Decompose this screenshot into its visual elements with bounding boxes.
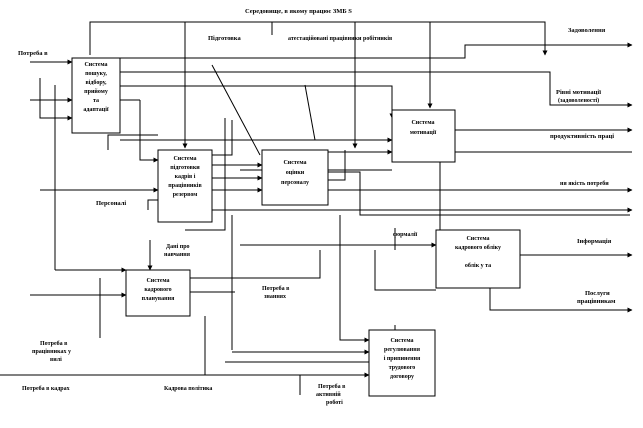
label-top-environment: Середовище, в якому працює ЗМБ S	[245, 8, 352, 15]
label-zadovolennya: Задоволення	[568, 27, 606, 34]
label-informatsiya: Інформація	[577, 238, 612, 245]
box-motivation-line-2: мотивації	[410, 130, 437, 136]
box-motivation: Система мотивації	[391, 109, 456, 163]
label-formalii: формалії	[393, 231, 418, 238]
box-evaluation-line-2: оцінки	[286, 170, 305, 176]
box-contract-line-4: трудового	[389, 365, 416, 371]
arrow-zadovolennya	[120, 42, 633, 59]
arrow-poslugy	[489, 288, 633, 313]
box-recruitment-line-5: та	[93, 98, 99, 104]
connectors	[0, 21, 633, 395]
box-recruitment-line-1: Система	[84, 62, 107, 68]
box-recruitment-line-2: пошуку,	[85, 71, 107, 77]
label-potreba-robota-2: активній	[316, 391, 341, 398]
label-kharakter-potreb: ня якість потреби	[560, 180, 609, 187]
box-training-line-2: підготовки	[170, 165, 200, 171]
box-hr-planning: Система кадрового планування	[125, 269, 191, 317]
label-atestatsiya: атестаційовані працівники робітників	[288, 35, 393, 42]
label-pidgotovka: Підготовка	[208, 35, 241, 42]
box-recruitment-line-4: прийому	[84, 88, 108, 95]
labels: Середовище, в якому працює ЗМБ S Потреба…	[18, 8, 616, 406]
label-kadrova-polityka: Кадрова політика	[164, 386, 212, 392]
label-rivni-motyvatsiyi: Рівні мотивації	[556, 89, 601, 96]
line	[185, 118, 226, 231]
box-evaluation-line-1: Система	[283, 160, 306, 166]
line	[212, 120, 233, 156]
line	[328, 150, 346, 181]
line	[107, 134, 158, 150]
box-recruitment: Система пошуку, відбору, прийому та адап…	[71, 57, 121, 134]
box-recruitment-line-6: адаптації	[83, 107, 109, 113]
box-motivation-line-1: Система	[411, 120, 434, 126]
box-hr-planning-line-3: планування	[142, 296, 175, 302]
box-contract-line-1: Система	[390, 338, 413, 344]
label-zadovolenost: (задоволеності)	[558, 97, 599, 104]
label-dani-2: навчання	[164, 252, 191, 258]
label-produktyvnist: продуктивність праці	[550, 133, 614, 140]
label-potreba-robota-3: роботі	[326, 399, 343, 406]
box-contract-line-5: договору	[390, 374, 414, 380]
line	[374, 250, 436, 291]
label-potreba-prac-1: Потреба в	[40, 340, 68, 347]
box-evaluation-line-3: персоналу	[281, 180, 309, 186]
label-personali: Персоналі	[96, 200, 126, 207]
label-potreba-znannyakh-2: знаннях	[264, 294, 286, 300]
label-dani-1: Дані про	[166, 244, 190, 250]
box-hr-accounting-line-1: Система	[466, 236, 489, 242]
label-poslugy-2: працівникам	[577, 298, 616, 305]
box-hr-planning-line-2: кадрового	[144, 287, 171, 293]
line	[328, 171, 630, 216]
box-training-line-5: резервом	[173, 192, 198, 198]
box-hr-accounting-line-2: кадрового обліку	[455, 244, 501, 251]
box-hr-accounting: Система кадрового обліку облік у та	[435, 229, 521, 289]
label-potreba-top: Потреба в	[18, 50, 48, 57]
line	[339, 215, 370, 343]
label-poslugy-1: Послуги	[585, 290, 610, 297]
box-hr-planning-line-1: Система	[146, 278, 169, 284]
box-training-line-4: працівників	[168, 183, 202, 189]
arrow-b1-b2	[139, 100, 159, 163]
box-training-line-3: кадрів і	[175, 174, 196, 180]
label-potreba-znannyakh-1: Потреба в	[262, 285, 290, 292]
box-hr-accounting-line-4: облік у та	[465, 262, 491, 269]
label-potreba-prac-2: працівниках у	[32, 349, 71, 355]
line	[304, 84, 316, 141]
label-potreba-prac-3: вилі	[50, 357, 62, 363]
line	[39, 78, 73, 121]
label-potreba-robota-1: Потреба в	[318, 383, 346, 390]
arrow-top-environment	[89, 21, 548, 56]
line	[147, 199, 158, 210]
label-potreba-kadry: Потреба в кадрах	[22, 385, 70, 392]
arrow-b1-b4	[120, 85, 395, 119]
box-training: Система підготовки кадрів і працівників …	[157, 149, 213, 223]
box-contract-regulation: Система регулювання і припинення трудово…	[368, 329, 436, 397]
box-recruitment-line-3: відбору,	[85, 79, 107, 86]
line	[211, 64, 261, 156]
box-contract-line-2: регулювання	[384, 347, 421, 353]
box-evaluation: Система оцінки персоналу	[261, 149, 329, 206]
line	[190, 250, 321, 279]
box-contract-line-3: і припинення	[384, 356, 421, 362]
box-training-line-1: Система	[173, 156, 196, 162]
arrow-rivni	[120, 71, 633, 108]
